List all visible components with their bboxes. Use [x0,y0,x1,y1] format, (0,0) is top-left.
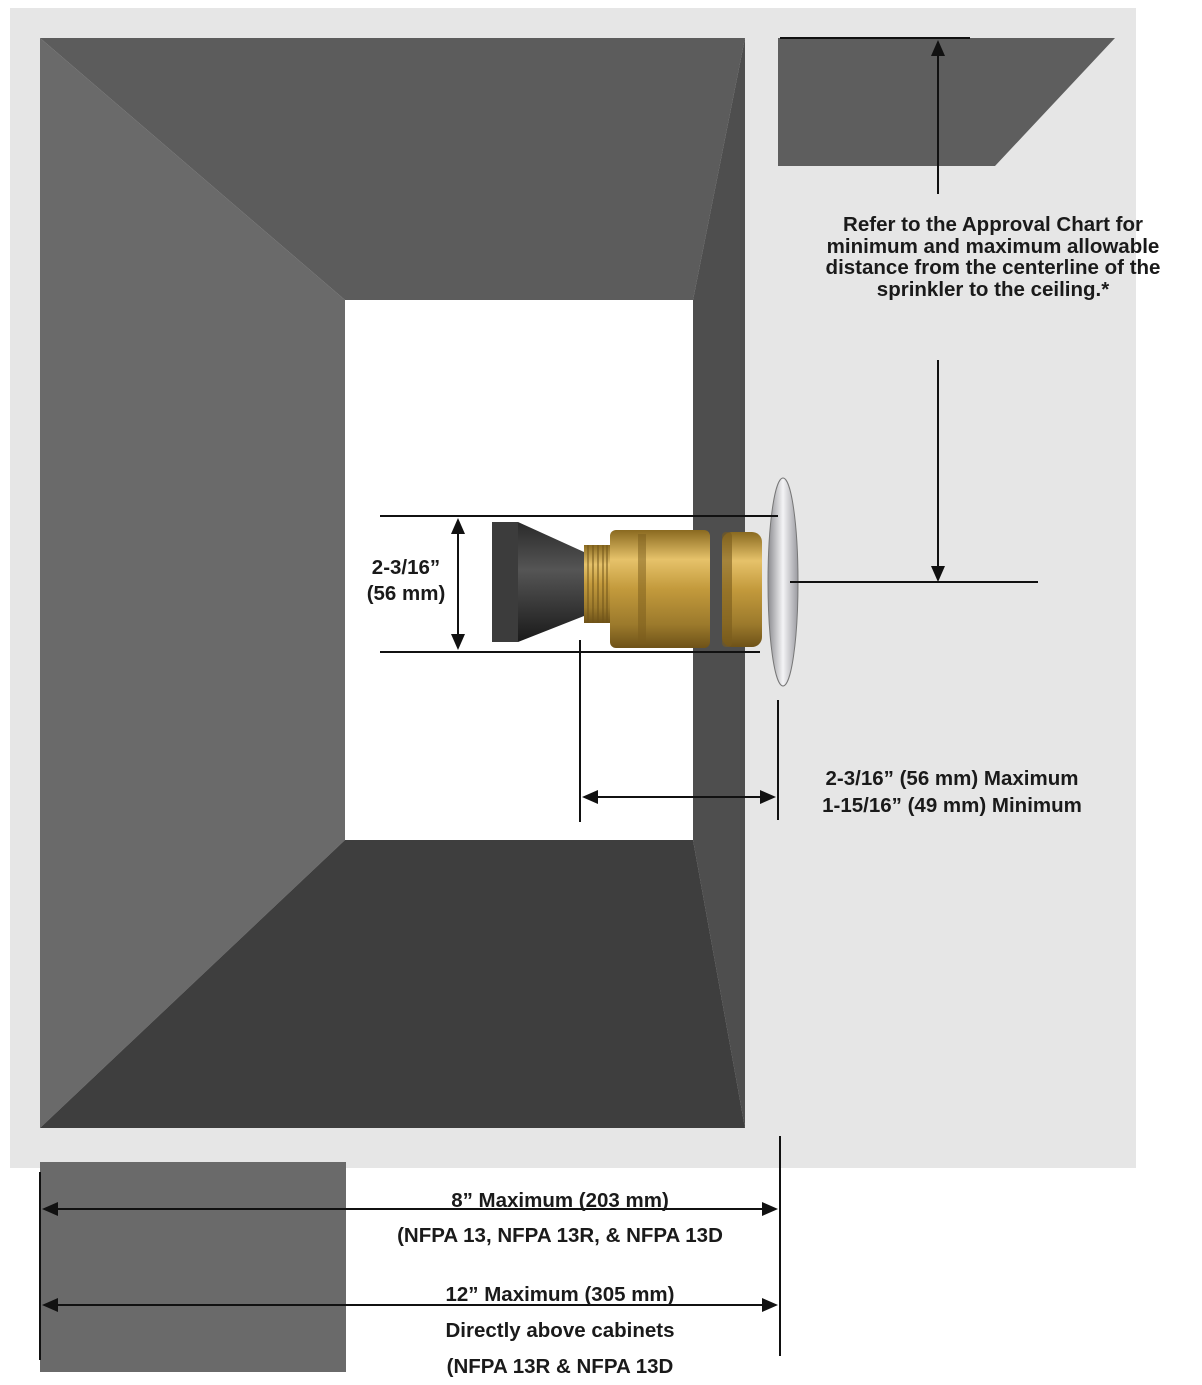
max8-arrow-left [42,1202,58,1216]
max8-label-line: (NFPA 13, NFPA 13R, & NFPA 13D [397,1224,723,1247]
height-dimension-label: 2-3/16” (56 mm) [340,555,472,607]
ceiling-note-line: minimum and maximum allowable [826,234,1160,258]
offset-arrow-left [582,790,598,804]
sidewall-sprinkler-icon [492,477,799,687]
cabinet-top-edge [10,1138,778,1162]
cone-collar [492,522,518,642]
soffit-left-face [40,38,345,1128]
soffit-right-face [693,38,745,1128]
soffit-bottom-face [40,840,745,1128]
ceiling-arrow-down [931,566,945,582]
max12-label-line: Directly above cabinets [445,1319,675,1342]
height-label-line: 2-3/16” [371,556,441,579]
max8-label-line: 8” Maximum (203 mm) [451,1189,669,1212]
brass-body [610,530,710,648]
brass-cup-lip [722,532,732,647]
ceiling-note-line: distance from the centerline of the [825,256,1161,279]
arrowheads [42,40,945,1312]
cabinet-block [10,1138,778,1372]
max8-arrow-right [762,1202,778,1216]
soffit-top-face [40,38,745,300]
max12-label-line: 12” Maximum (305 mm) [445,1283,675,1306]
ceiling-distance-note: Refer to the Approval Chart for minimum … [792,214,1194,300]
thread-lines [587,545,608,623]
offset-label-line: 2-3/16” (56 mm) Maximum [825,767,1079,790]
ceiling-arrow-up [931,40,945,56]
offset-arrow-right [760,790,776,804]
ceiling-note-line: sprinkler to the ceiling.* [876,277,1110,301]
max12-dimension-label: 12” Maximum (305 mm) Directly above cabi… [342,1277,778,1385]
height-arrow-up [451,518,465,534]
cabinet-shadow [40,1162,346,1372]
max12-label-line: (NFPA 13R & NFPA 13D [446,1355,674,1378]
offset-label-line: 1-15/16” (49 mm) Minimum [822,794,1082,817]
offset-dimension-label: 2-3/16” (56 mm) Maximum 1-15/16” (49 mm)… [782,765,1122,819]
max12-arrow-left [42,1298,58,1312]
dimension-lines [39,37,1038,1360]
height-label-line: (56 mm) [366,582,446,605]
max8-dimension-label: 8” Maximum (203 mm) (NFPA 13, NFPA 13R, … [342,1183,778,1253]
brass-body-collar [638,534,646,644]
ceiling-note-line: Refer to the Approval Chart for [843,213,1143,236]
ceiling-block [778,38,1115,166]
max12-arrow-right [762,1298,778,1312]
height-arrow-down [451,634,465,650]
